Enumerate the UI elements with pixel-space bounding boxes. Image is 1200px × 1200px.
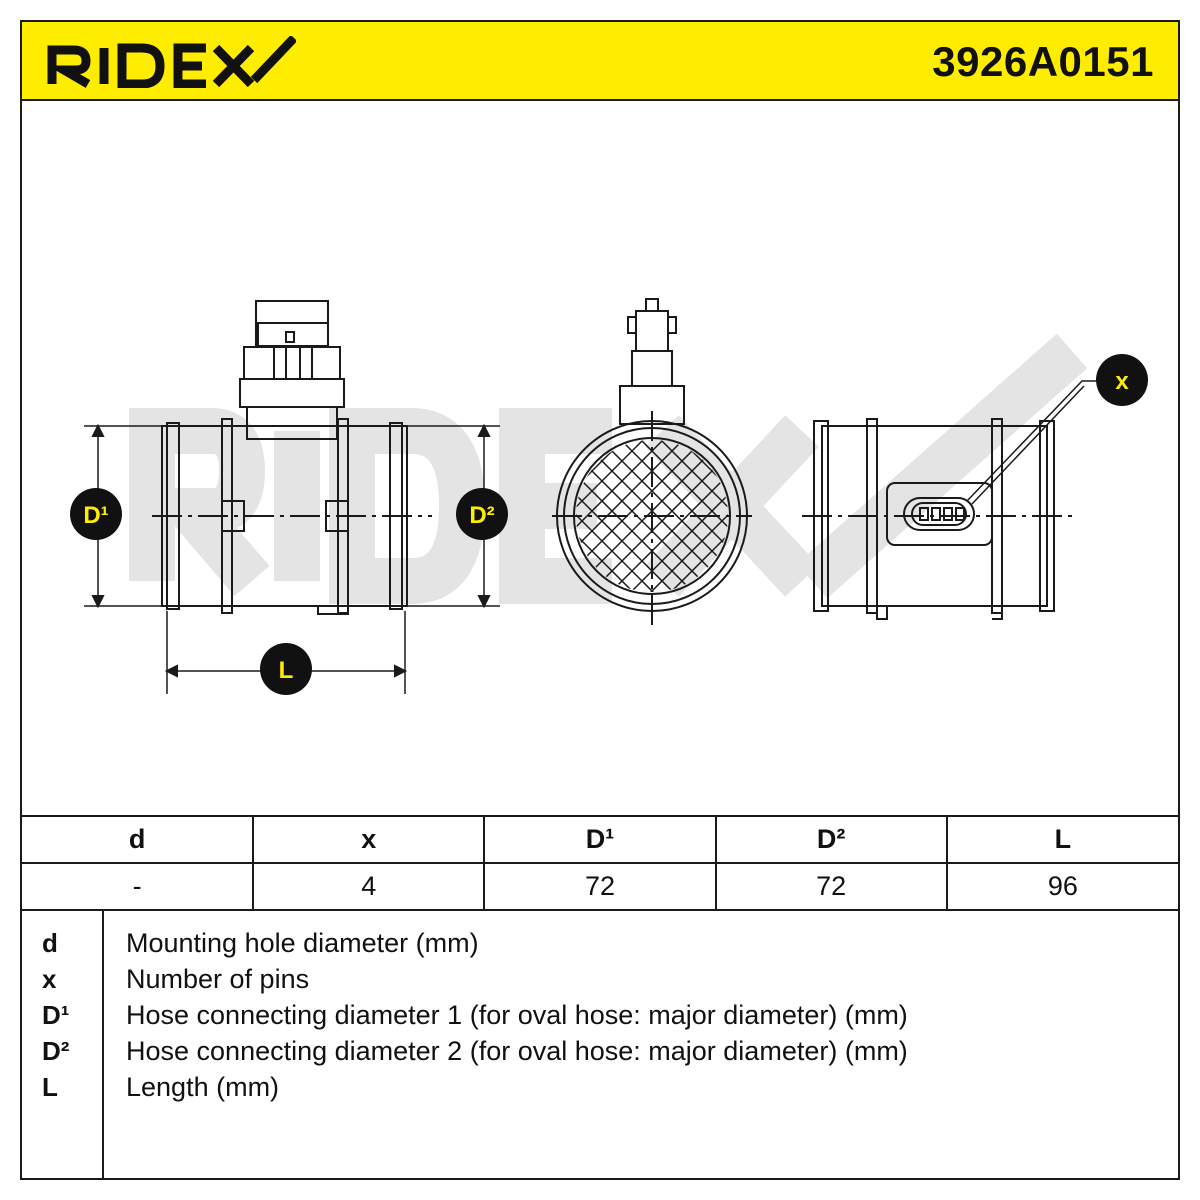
spec-header-row: d x D¹ D² L [22,815,1178,864]
length-badge-label: L [279,657,294,684]
spec-table: d x D¹ D² L - 4 72 72 96 [22,815,1178,911]
spec-header-cell: d [22,815,255,864]
legend-divider [102,910,104,1180]
drawing-canvas: D¹ D² L x [70,298,1148,695]
legend-symbol: D² [42,1036,70,1066]
sheet-frame: 3926A0151 [20,20,1180,1180]
spec-value-cell: 72 [483,862,717,911]
ridex-logo-svg [47,34,298,89]
technical-drawing: D¹ D² L x [22,101,1178,815]
d1-badge: D¹ [70,488,122,540]
legend-row: d Mounting hole diameter (mm) [22,928,1178,964]
ridex-watermark [129,333,1088,604]
rear-view [802,380,1102,620]
spec-value-cell: 72 [714,862,948,911]
legend-symbol: x [42,964,57,994]
legend-row: L Length (mm) [22,1072,1178,1108]
part-number: 3926A0151 [932,38,1154,85]
length-badge: L [260,643,312,695]
header-bar: 3926A0151 [22,22,1178,101]
spec-header-cell: D¹ [483,815,717,864]
spec-value-cell: - [22,862,255,911]
d2-badge-label: D² [469,502,494,529]
legend-description: Length (mm) [126,1072,280,1102]
legend-symbol: L [42,1072,58,1102]
spec-value-row: - 4 72 72 96 [22,862,1178,911]
spec-value-cell: 96 [945,862,1178,911]
legend-row: x Number of pins [22,964,1178,1000]
d2-badge: D² [456,488,508,540]
legend-description: Hose connecting diameter 2 (for oval hos… [126,1036,908,1066]
spec-header-cell: L [945,815,1178,864]
legend-row: D² Hose connecting diameter 2 (for oval … [22,1036,1178,1072]
legend-symbol: d [42,928,58,958]
spec-header-cell: x [252,815,486,864]
spec-value-cell: 4 [252,862,486,911]
d1-badge-label: D¹ [83,502,108,529]
legend: d Mounting hole diameter (mm) x Number o… [22,910,1178,1180]
brand-logo [46,34,298,93]
legend-symbol: D¹ [42,1000,70,1030]
spec-header-cell: D² [714,815,948,864]
legend-description: Mounting hole diameter (mm) [126,928,479,958]
legend-description: Hose connecting diameter 1 (for oval hos… [126,1000,908,1030]
pins-badge: x [1096,354,1148,406]
front-view [552,298,752,626]
legend-row: D¹ Hose connecting diameter 1 (for oval … [22,1000,1178,1036]
legend-description: Number of pins [126,964,310,994]
pins-badge-label: x [1115,368,1129,395]
